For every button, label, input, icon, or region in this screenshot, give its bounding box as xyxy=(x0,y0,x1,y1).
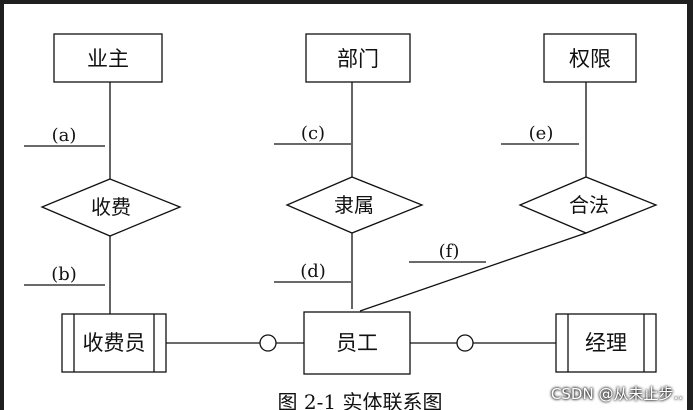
er-diagram: 业主 部门 权限 收费员 员工 经理 收费 隶属 合法 (a) (b) (c) … xyxy=(24,33,658,410)
entity-label-department: 部门 xyxy=(337,47,379,71)
subtype-circle-right xyxy=(456,334,474,352)
entity-label-employee: 员工 xyxy=(336,331,378,355)
entity-label-owner: 业主 xyxy=(87,47,129,71)
figure-caption: 图 2-1 实体联系图 xyxy=(278,390,443,410)
csdn-watermark: CSDN @从未止步.. xyxy=(550,385,683,403)
relationship-label-belong: 隶属 xyxy=(334,193,374,217)
entity-box-owner xyxy=(53,33,163,83)
entity-box-permission xyxy=(543,33,637,83)
entity-label-manager: 经理 xyxy=(585,331,627,355)
relationship-diamond-legal xyxy=(518,176,658,234)
entity-label-permission: 权限 xyxy=(569,47,611,71)
relationship-label-legal: 合法 xyxy=(569,193,609,217)
relationship-diamond-belong xyxy=(285,176,424,234)
blank-label-d: (d) xyxy=(300,261,326,282)
relationship-label-charge: 收费 xyxy=(91,195,131,219)
subtype-circle-left xyxy=(259,334,277,352)
relationship-diamond-charge xyxy=(40,178,182,237)
edge-legal-employee xyxy=(359,232,587,312)
entity-box-toll-collector xyxy=(61,313,167,373)
blank-label-f: (f) xyxy=(439,241,460,262)
blank-label-c: (c) xyxy=(301,123,325,144)
entity-label-toll-collector: 收费员 xyxy=(83,331,146,355)
entity-box-manager xyxy=(555,313,657,373)
blank-label-e: (e) xyxy=(529,123,554,144)
blank-label-a: (a) xyxy=(52,125,77,146)
entity-box-employee xyxy=(303,311,411,375)
diagram-canvas: 业主 部门 权限 收费员 员工 经理 收费 隶属 合法 (a) (b) (c) … xyxy=(4,4,687,410)
entity-box-department xyxy=(305,33,411,83)
blank-label-b: (b) xyxy=(51,264,77,285)
